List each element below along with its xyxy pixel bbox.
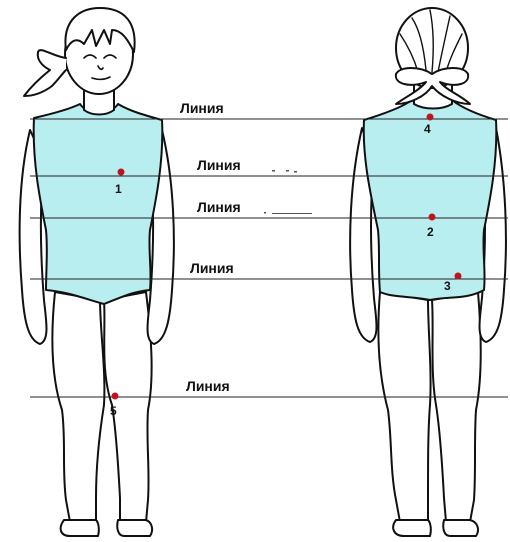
point-label-5: 5 xyxy=(110,404,117,418)
point-marker-4 xyxy=(427,114,434,121)
point-marker-2 xyxy=(429,214,436,221)
point-marker-1 xyxy=(118,169,125,176)
line-label-4: Линия xyxy=(190,260,234,276)
front-left-leg xyxy=(52,292,104,522)
front-right-shoe xyxy=(117,520,152,536)
point-marker-3 xyxy=(455,273,462,280)
point-label-2: 2 xyxy=(427,225,434,239)
line-label-2: Линия xyxy=(197,157,241,173)
front-torso xyxy=(34,104,163,304)
point-marker-5 xyxy=(112,393,119,400)
front-figure xyxy=(20,8,174,536)
front-left-shoe xyxy=(61,520,99,536)
point-label-3: 3 xyxy=(444,279,451,293)
line-label-5: Линия xyxy=(186,378,230,394)
line-label-3: Линия xyxy=(197,199,241,215)
point-label-4: 4 xyxy=(424,122,431,136)
back-left-leg xyxy=(378,292,430,522)
point-label-1: 1 xyxy=(115,182,122,196)
back-right-shoe xyxy=(443,520,478,536)
label-dots xyxy=(264,170,312,214)
line-labels: Линия Линия Линия Линия Линия xyxy=(180,100,241,394)
back-figure xyxy=(350,8,506,536)
back-left-shoe xyxy=(393,520,431,536)
back-right-leg xyxy=(432,292,481,522)
front-ponytail xyxy=(24,50,66,96)
line-label-1: Линия xyxy=(180,100,224,116)
